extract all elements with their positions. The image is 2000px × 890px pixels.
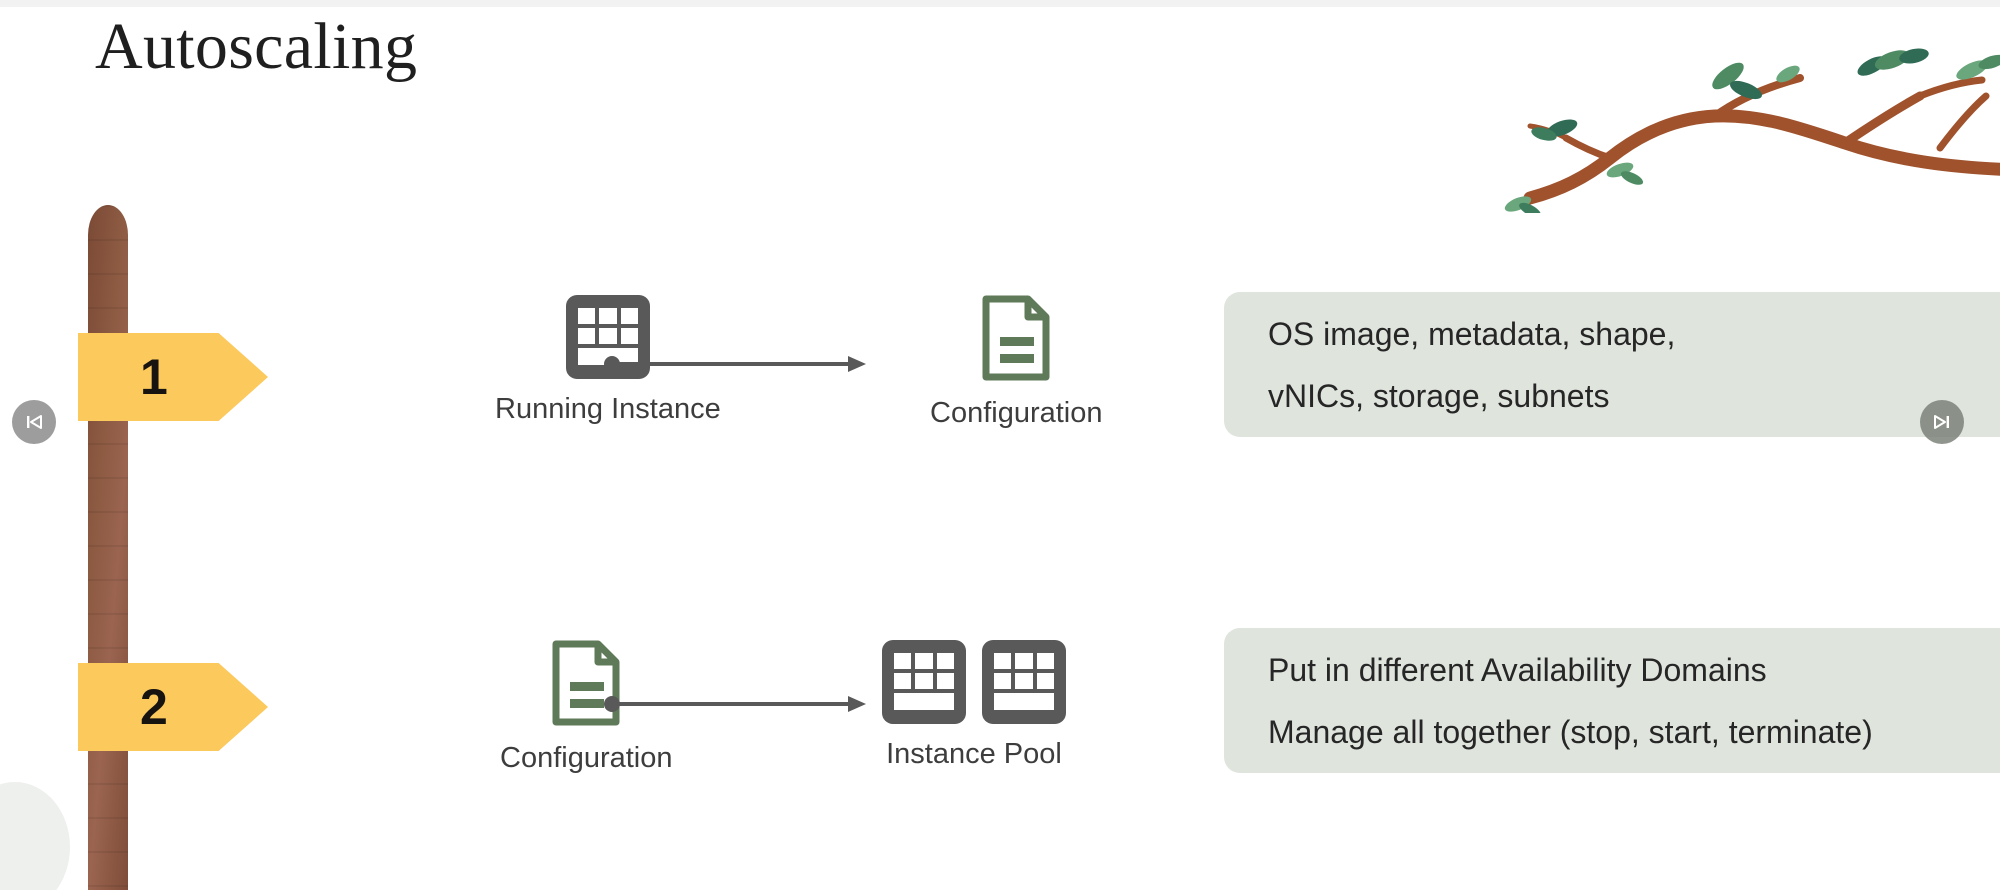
- step-number-label: 2: [140, 679, 168, 735]
- top-strip: [0, 0, 2000, 7]
- instance-icon-grid: [994, 653, 1054, 689]
- flow-node-label: Configuration: [930, 397, 1103, 429]
- flow-node-configuration-2: Configuration: [500, 638, 673, 775]
- step-marker-1: 1: [78, 333, 268, 421]
- callout-line: Put in different Availability Domains: [1268, 651, 1767, 688]
- icon-row: [550, 638, 622, 728]
- step-number-label: 1: [140, 349, 168, 405]
- icon-row: [565, 295, 650, 379]
- callout-box-2: Put in different Availability Domains Ma…: [1224, 628, 2000, 773]
- icon-row: [882, 640, 1066, 724]
- instance-icon: [982, 640, 1066, 724]
- instance-icon: [565, 295, 650, 379]
- connector-arrow-2: [604, 696, 866, 712]
- flow-node-label: Running Instance: [495, 393, 721, 425]
- skip-previous-icon: [27, 415, 42, 429]
- flow-node-configuration-1: Configuration: [930, 293, 1103, 430]
- flow-node-label: Configuration: [500, 742, 673, 774]
- decorative-blob: [0, 782, 70, 890]
- callout-line: OS image, metadata, shape,: [1268, 315, 1676, 352]
- instance-icon-grid: [894, 653, 954, 689]
- flow-node-running-instance: Running Instance: [495, 295, 721, 426]
- next-slide-button[interactable]: [1920, 400, 1964, 444]
- step-marker-2: 2: [78, 663, 268, 751]
- document-icon: [552, 640, 620, 726]
- flow-node-instance-pool: Instance Pool: [882, 640, 1066, 771]
- callout-box-1: OS image, metadata, shape, vNICs, storag…: [1224, 292, 2000, 437]
- tree-trunk: [88, 205, 128, 890]
- callout-line: Manage all together (stop, start, termin…: [1268, 713, 1873, 750]
- instance-icon-bar: [894, 693, 954, 710]
- previous-slide-button[interactable]: [12, 400, 56, 444]
- skip-next-icon: [1934, 415, 1949, 429]
- page-title: Autoscaling: [95, 10, 418, 83]
- document-icon: [982, 295, 1050, 381]
- flow-node-label: Instance Pool: [886, 738, 1062, 770]
- instance-icon-bar: [577, 348, 638, 365]
- tree-branch-icon: [1504, 48, 2000, 213]
- connector-arrow-1: [604, 356, 866, 372]
- instance-icon: [882, 640, 966, 724]
- instance-icon-grid: [577, 308, 638, 344]
- callout-line: vNICs, storage, subnets: [1268, 377, 1610, 414]
- instance-icon-bar: [994, 693, 1054, 710]
- icon-row: [980, 293, 1052, 383]
